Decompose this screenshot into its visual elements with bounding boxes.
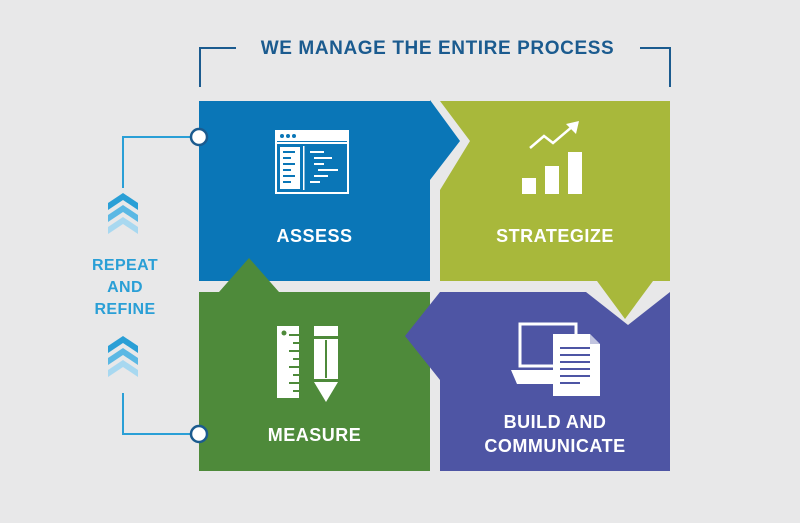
loop-label-line: REFINE xyxy=(94,301,156,318)
loop-end-node xyxy=(189,424,209,444)
build-label-line: COMMUNICATE xyxy=(484,436,626,456)
chevron-up-icon xyxy=(108,336,138,377)
measure-label: MEASURE xyxy=(267,425,362,445)
title-bracket xyxy=(199,47,671,87)
strategize-label: STRATEGIZE xyxy=(496,226,614,246)
ruler-pencil-icon xyxy=(277,326,338,402)
loop-label-line: AND xyxy=(107,279,143,296)
chevron-up-icon xyxy=(108,193,138,234)
strategize-block xyxy=(440,101,670,319)
loop-start-node xyxy=(189,127,209,147)
browser-code-window-icon xyxy=(275,130,349,194)
loop-label-line: REPEAT xyxy=(91,257,159,274)
growth-bar-chart-icon xyxy=(522,121,582,194)
build-communicate-label: BUILD AND COMMUNICATE xyxy=(440,410,670,458)
build-label-line: BUILD AND xyxy=(503,412,607,432)
assess-label: ASSESS xyxy=(276,226,353,246)
assess-block xyxy=(199,100,460,281)
laptop-document-icon xyxy=(511,322,600,396)
loop-connector xyxy=(122,136,199,435)
loop-label: REPEAT AND REFINE xyxy=(80,255,170,321)
diagram-title: WE MANAGE THE ENTIRE PROCESS xyxy=(260,38,615,59)
